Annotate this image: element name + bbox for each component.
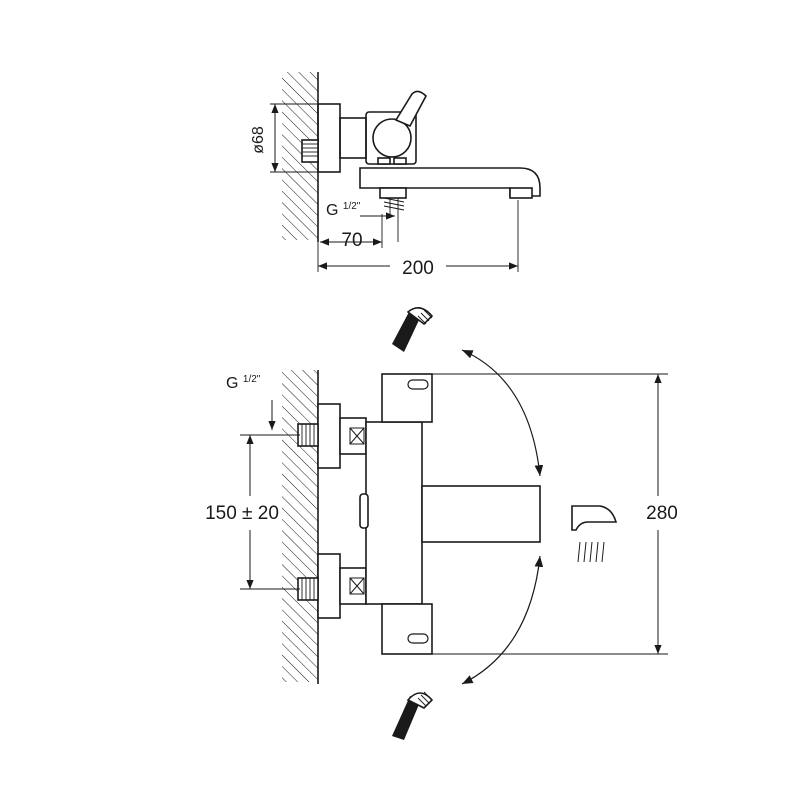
handshower-bottom-icon [392,691,434,740]
front-wall-hatch [282,370,318,682]
top-valve-body [365,111,417,165]
front-thread-fraction: 1/2" [243,374,261,385]
diameter-label: ø68 [250,126,267,154]
front-thread-label: G 1/2" [226,374,261,392]
spray-head-icon [571,505,618,531]
dim-200-label: 200 [402,258,434,279]
front-top-cap [381,373,433,423]
upper-thread [297,423,319,447]
dim-70-label: 70 [341,230,362,251]
front-spout [421,485,541,543]
lower-thread [297,577,319,601]
top-lever [394,90,427,128]
front-bottom-cap [381,603,433,655]
top-thread-fraction: 1/2" [343,201,361,212]
dim-280-label: 280 [646,503,678,524]
top-view [270,72,541,272]
dim-150-label: 150 ± 20 [205,503,279,524]
front-main-body [365,421,423,605]
rotation-arc-bottom [461,555,544,685]
top-thread-label: G 1/2" [326,201,361,219]
rotation-arc-top [461,349,544,477]
front-view [240,307,668,740]
front-thread-prefix: G [226,375,243,392]
handshower-top-icon [392,307,434,352]
top-thread-prefix: G [326,202,343,219]
top-wall-flange [317,103,341,173]
spray-water-icon [577,541,605,563]
